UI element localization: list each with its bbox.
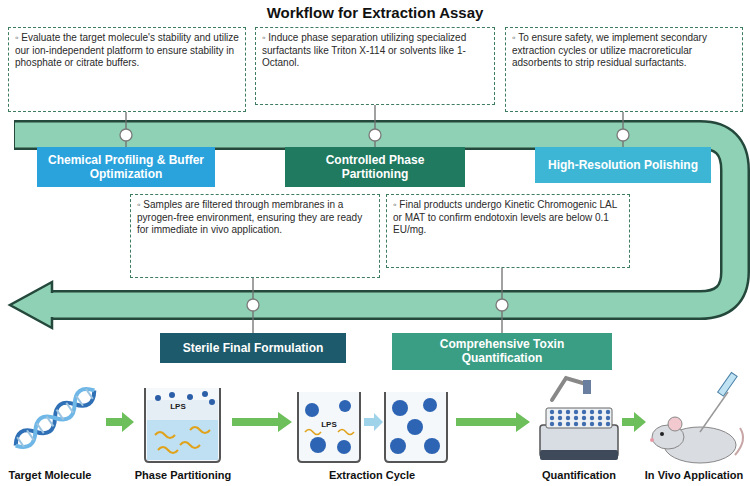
mouse xyxy=(650,372,743,463)
step-bar: High-Resolution Polishing xyxy=(535,147,711,183)
step-bar: Chemical Profiling & Buffer Optimization xyxy=(37,147,215,187)
callout-connector xyxy=(369,105,381,147)
flow-band xyxy=(10,135,735,328)
step-label: Sterile Final Formulation xyxy=(183,341,324,355)
note-text: ◦ Samples are filtered through membranes… xyxy=(137,199,373,237)
note-callout: ◦ To ensure safety, we implement seconda… xyxy=(505,27,743,112)
dna-helix xyxy=(11,384,99,452)
beaker xyxy=(298,392,360,462)
step-label: Chemical Profiling & Buffer Optimization xyxy=(45,153,207,182)
beaker xyxy=(145,388,220,462)
step-label: Comprehensive Toxin Quantification xyxy=(400,337,604,366)
note-callout: ◦ Evaluate the target molecule's stabili… xyxy=(8,27,246,112)
note-text: ◦ To ensure safety, we implement seconda… xyxy=(512,32,736,70)
step-label: Controlled Phase Partitioning xyxy=(293,153,457,182)
step-bar: Comprehensive Toxin Quantification xyxy=(392,333,612,370)
callout-connector xyxy=(617,112,629,147)
callout-connector xyxy=(120,112,132,147)
plate-reader xyxy=(540,378,618,460)
step-label: High-Resolution Polishing xyxy=(548,158,698,172)
stage-label: Target Molecule xyxy=(9,469,92,481)
note-callout: ◦ Samples are filtered through membranes… xyxy=(130,194,380,278)
stage-label: Quantification xyxy=(542,469,616,481)
beaker xyxy=(385,392,447,462)
step-bar: Sterile Final Formulation xyxy=(160,333,346,363)
callout-connector xyxy=(247,278,259,333)
note-callout: ◦ Induce phase separation utilizing spec… xyxy=(255,27,495,105)
note-text: ◦ Induce phase separation utilizing spec… xyxy=(262,32,488,70)
stage-label: In Vivo Application xyxy=(645,469,743,481)
stage-label: Phase Partitioning xyxy=(135,469,232,481)
molecule-label: LPS xyxy=(170,402,186,411)
note-text: ◦ Final products undergo Kinetic Chromog… xyxy=(393,199,623,237)
note-text: ◦ Evaluate the target molecule's stabili… xyxy=(15,32,239,70)
diagram-title: Workflow for Extraction Assay xyxy=(0,4,750,21)
stage-label: Extraction Cycle xyxy=(329,469,415,481)
step-bar: Controlled Phase Partitioning xyxy=(285,147,465,187)
callout-connector xyxy=(496,268,508,333)
note-callout: ◦ Final products undergo Kinetic Chromog… xyxy=(386,194,630,268)
molecule-label: LPS xyxy=(321,420,337,429)
